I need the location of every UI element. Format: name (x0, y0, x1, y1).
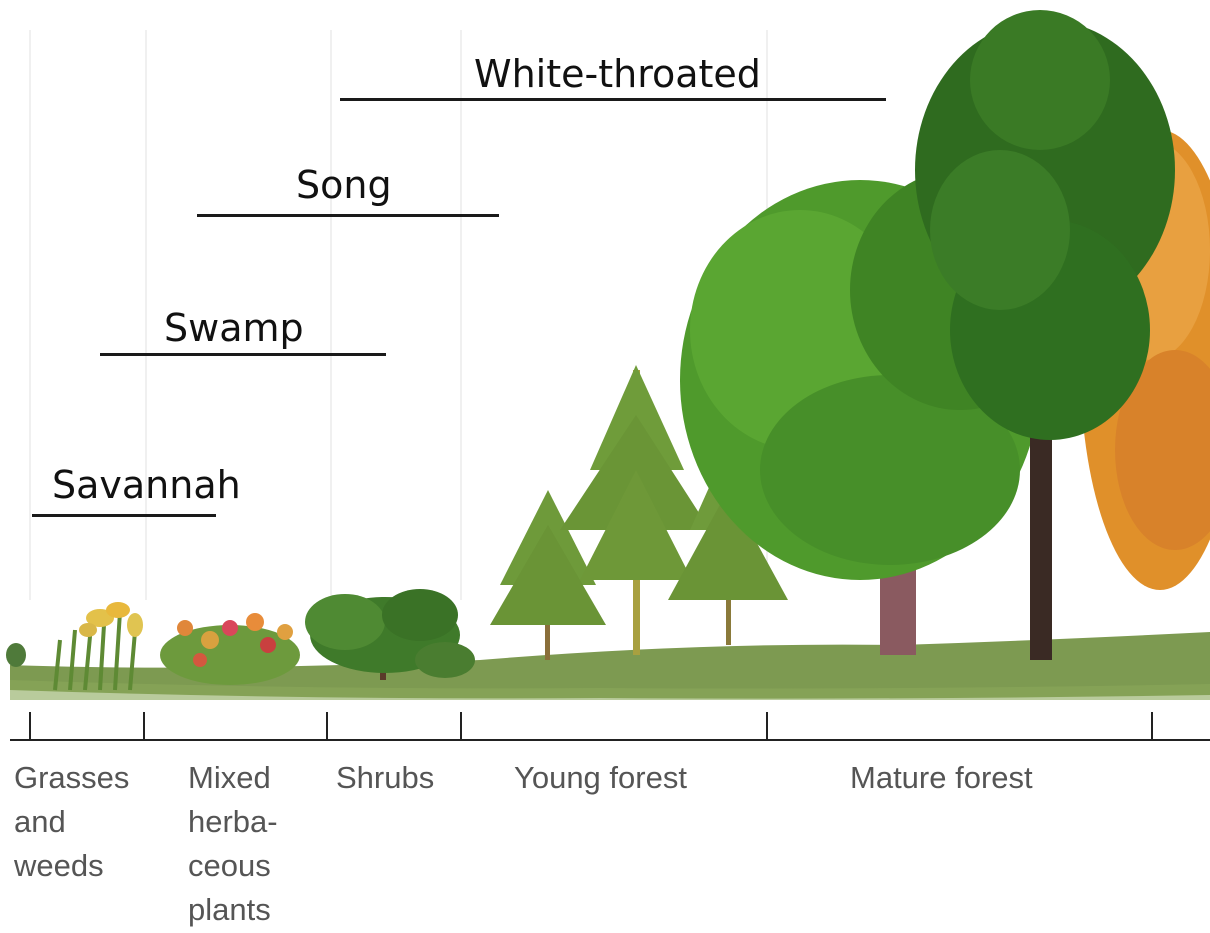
savannah-label: Savannah (52, 466, 241, 504)
stage-label-mature-forest: Mature forest (850, 756, 1033, 800)
savannah-range-bar (32, 514, 216, 517)
herbaceous-illustration (160, 613, 300, 685)
stage-label-shrubs: Shrubs (336, 756, 434, 800)
white-throated-range-bar (340, 98, 886, 101)
stage-label-grasses-and-weeds: Grasses and weeds (14, 756, 129, 888)
stage-label-mixed-herbaceous-plants: Mixed herba- ceous plants (188, 756, 278, 932)
song-label: Song (296, 166, 392, 204)
stage-label-young-forest: Young forest (514, 756, 687, 800)
song-range-bar (197, 214, 499, 217)
swamp-label: Swamp (164, 309, 304, 347)
white-throated-label: White-throated (474, 55, 761, 93)
swamp-range-bar (100, 353, 386, 356)
stage-axis (10, 712, 1210, 740)
